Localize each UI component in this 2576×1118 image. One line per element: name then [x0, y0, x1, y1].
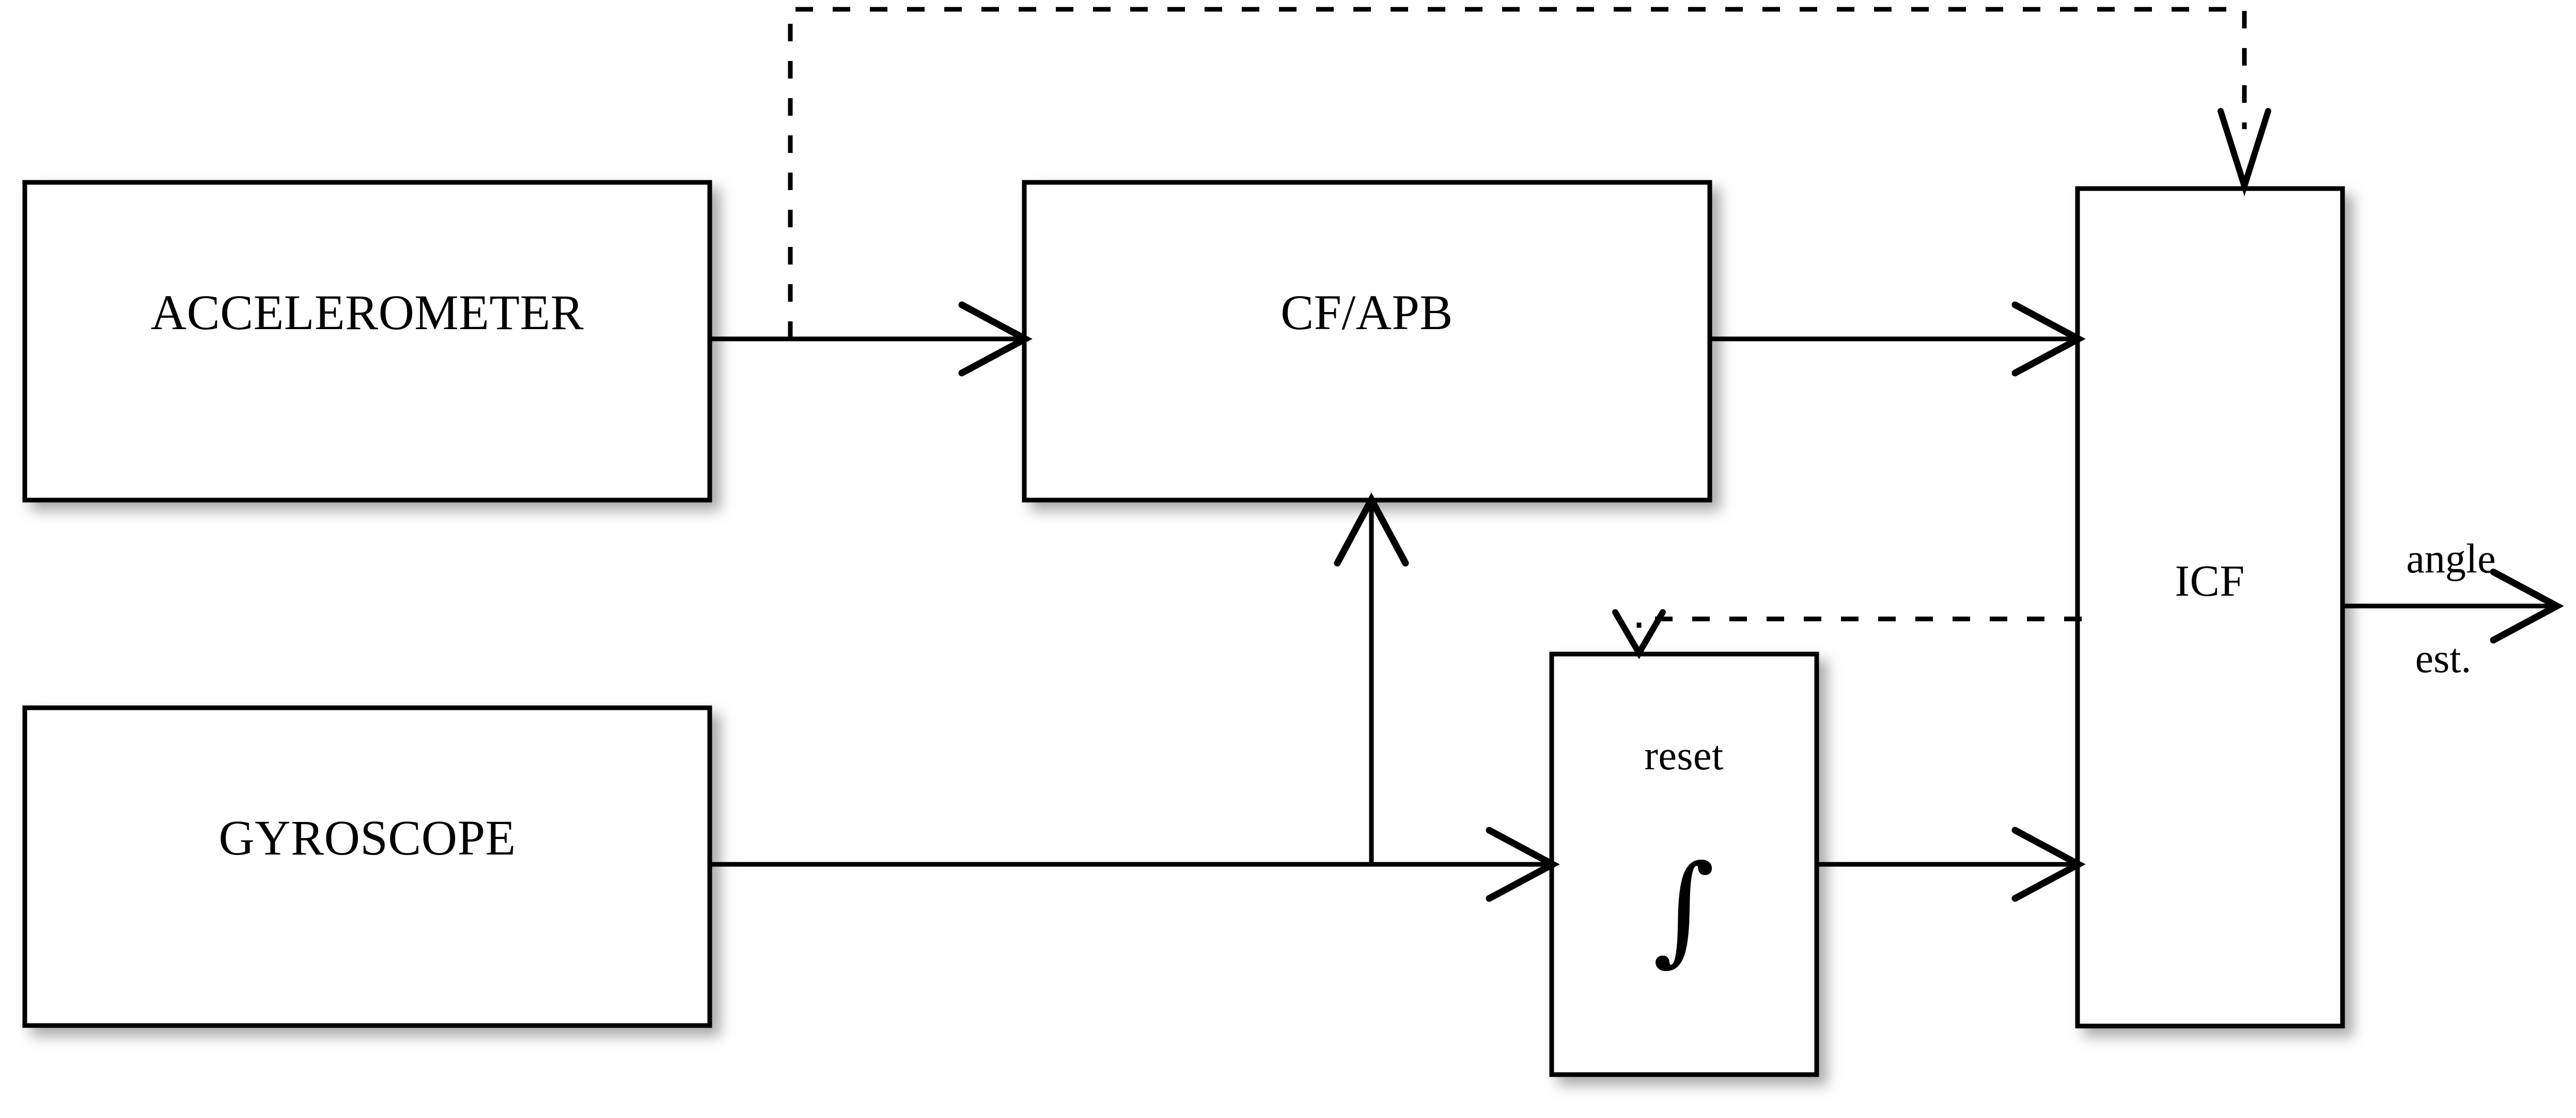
- arrowhead-icon: [2011, 827, 2086, 902]
- arrowhead-icon: [1486, 827, 1560, 902]
- arrowhead-icon: [2490, 568, 2564, 644]
- connector-gyro-branch-to-cfapb: [1334, 492, 1409, 864]
- arrowhead-icon: [2011, 301, 2086, 377]
- connector-icf-output: [2343, 568, 2564, 644]
- connector-accel-to-cfapb: [710, 301, 1033, 377]
- block-icf[interactable]: [2075, 186, 2345, 1029]
- connector-integrator-to-icf: [1817, 827, 2086, 902]
- block-accelerometer[interactable]: [22, 180, 712, 503]
- block-gyroscope[interactable]: [22, 705, 712, 1028]
- arrowhead-icon: [1334, 492, 1409, 567]
- arrowhead-icon: [2218, 108, 2271, 196]
- connector-accel-feedback-to-icf-dashed: [788, 7, 2271, 339]
- block-cfapb[interactable]: [1022, 180, 1712, 503]
- connector-icf-reset-to-integrator-dashed: [1612, 609, 2082, 659]
- connector-cfapb-to-icf: [1710, 301, 2086, 377]
- block-integrator[interactable]: [1549, 651, 1819, 1077]
- connector-gyro-to-integrator: [710, 827, 1560, 902]
- arrowhead-icon: [958, 301, 1033, 377]
- arrowhead-icon: [1612, 609, 1666, 659]
